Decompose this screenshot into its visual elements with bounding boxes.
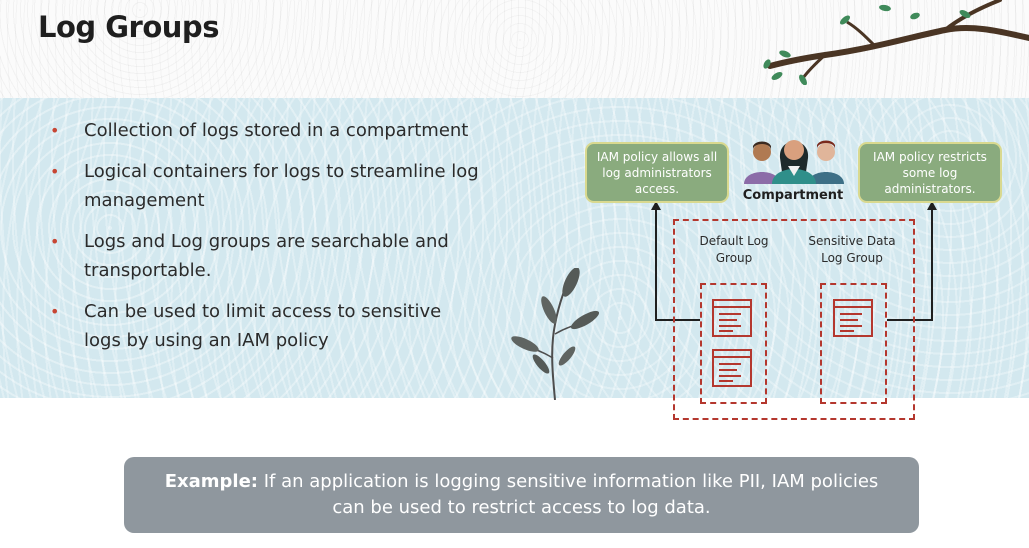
log-document-icon (712, 349, 752, 387)
bullet-dot-icon: • (50, 302, 60, 321)
list-item: •Logs and Log groups are searchable and … (50, 227, 480, 285)
example-callout: Example: If an application is logging se… (124, 457, 919, 533)
content-band (0, 98, 1029, 398)
iam-policy-restrict-box: IAM policy restricts some log administra… (858, 142, 1002, 203)
default-log-group-box (700, 283, 767, 404)
iam-policy-allow-box: IAM policy allows all log administrators… (585, 142, 729, 203)
people-icon (744, 140, 844, 184)
bullet-dot-icon: • (50, 232, 60, 251)
plant-decoration (511, 268, 600, 400)
example-label: Example: (164, 471, 258, 492)
list-item: •Can be used to limit access to sensitiv… (50, 297, 480, 355)
list-item: •Logical containers for logs to streamli… (50, 157, 480, 215)
tree-branch-decoration (763, 0, 1029, 85)
bullet-dot-icon: • (50, 121, 60, 140)
bullet-list: •Collection of logs stored in a compartm… (50, 116, 480, 367)
log-document-icon (833, 299, 873, 337)
list-item: •Collection of logs stored in a compartm… (50, 116, 480, 145)
sensitive-log-group-label: Sensitive Data Log Group (808, 234, 896, 265)
default-log-group-label: Default Log Group (699, 234, 769, 265)
example-text: If an application is logging sensitive i… (263, 471, 879, 518)
log-document-icon (712, 299, 752, 337)
compartment-box (673, 219, 915, 420)
sensitive-log-group-box (820, 283, 887, 404)
page-title: Log Groups (38, 10, 219, 44)
bullet-dot-icon: • (50, 162, 60, 181)
compartment-label: Compartment (742, 188, 844, 203)
